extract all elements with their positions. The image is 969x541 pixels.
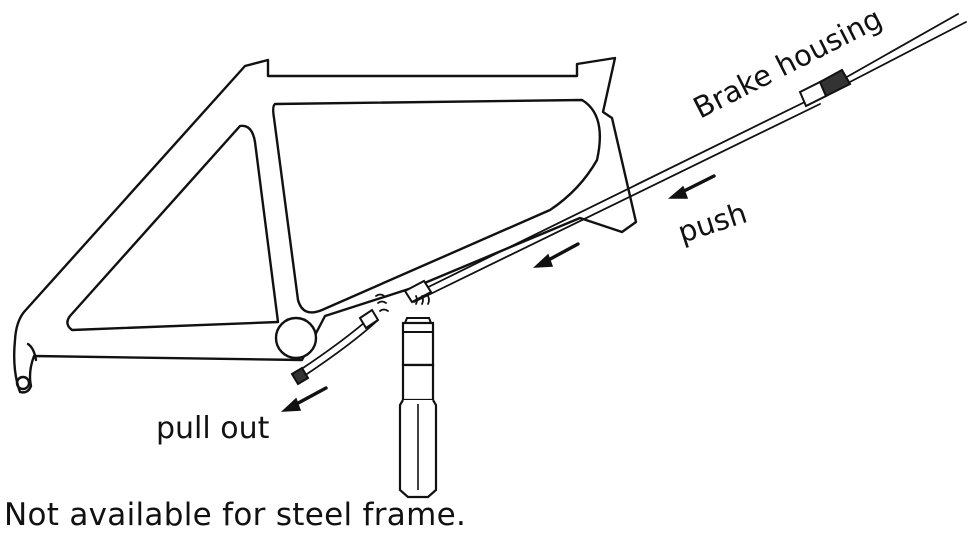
heat-marks bbox=[375, 293, 389, 312]
exit-cable-tip bbox=[358, 308, 380, 330]
brake-housing-line-2 bbox=[413, 103, 821, 303]
bottom-bracket bbox=[274, 316, 318, 360]
brake-housing-label: Brake housing bbox=[688, 1, 888, 125]
pull-out-label: pull out bbox=[156, 411, 270, 446]
frame-outline bbox=[12, 56, 638, 394]
steel-frame-note: Not available for steel frame. bbox=[4, 497, 467, 533]
housing-ferrule bbox=[798, 68, 852, 108]
dropout-eyelet bbox=[15, 375, 31, 391]
brake-cable-end-2 bbox=[845, 21, 967, 85]
exit-cable-end bbox=[290, 366, 310, 386]
push-arrow-lower-icon bbox=[532, 242, 580, 268]
push-arrow-upper-icon bbox=[667, 174, 716, 199]
push-label: push bbox=[674, 196, 751, 250]
pull-out-arrow-icon bbox=[280, 386, 328, 412]
brake-housing-line bbox=[409, 95, 818, 297]
brake-cable-end bbox=[844, 13, 959, 79]
frame-dropout bbox=[26, 342, 38, 362]
heat-gun-icon bbox=[398, 295, 438, 499]
inner-ferrule bbox=[403, 279, 433, 304]
frame-main-triangle bbox=[272, 98, 601, 314]
exit-cable-2 bbox=[303, 319, 379, 377]
frame-rear-triangle bbox=[66, 124, 280, 332]
